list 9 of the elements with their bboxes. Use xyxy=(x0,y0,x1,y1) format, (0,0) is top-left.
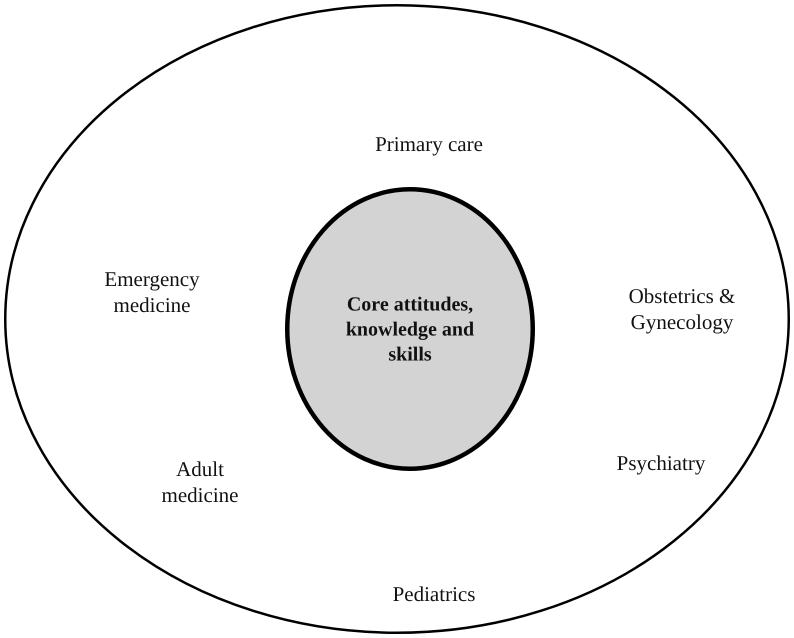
specialty-label: Emergency medicine xyxy=(103,266,201,318)
core-ellipse xyxy=(285,187,535,471)
outer-ellipse xyxy=(4,4,790,634)
specialty-label: Obstetrics & Gynecology xyxy=(628,282,736,336)
specialty-label: Psychiatry xyxy=(616,450,706,476)
specialty-label: Pediatrics xyxy=(392,580,476,608)
core-label: Core attitudes, knowledge and skills xyxy=(344,292,476,368)
specialty-label: Adult medicine xyxy=(160,456,240,508)
specialty-label: Primary care xyxy=(374,130,484,158)
